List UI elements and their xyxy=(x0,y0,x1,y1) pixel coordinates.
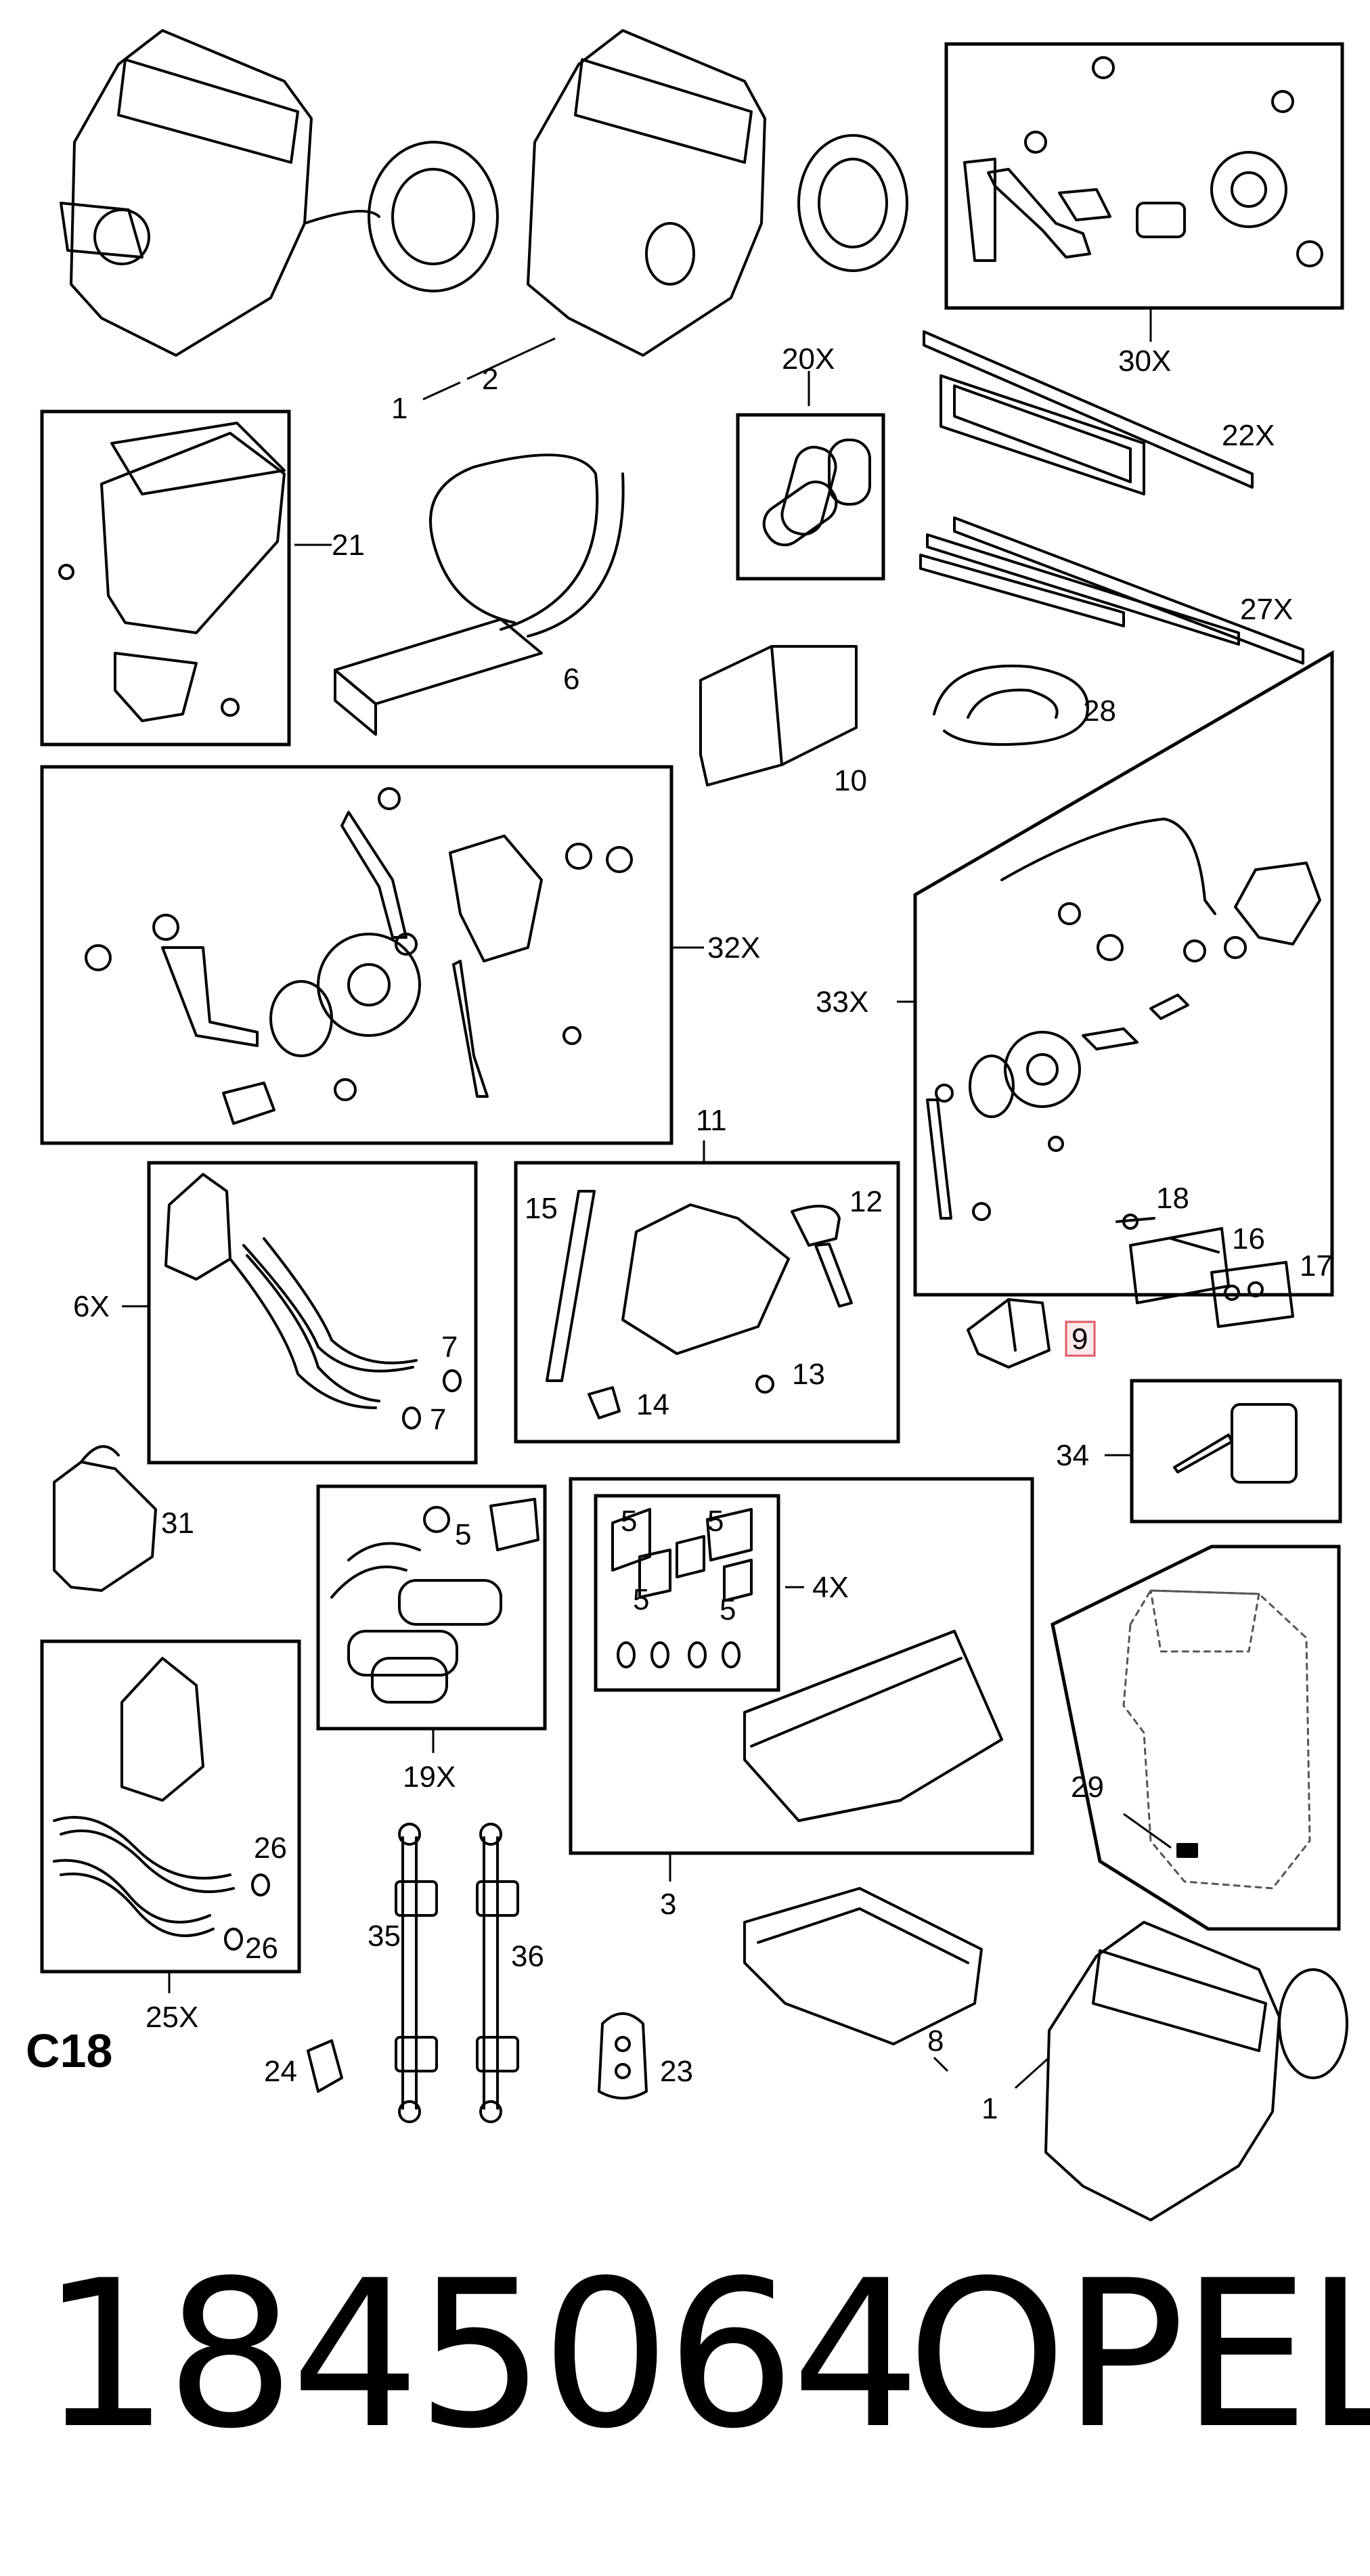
frame-33X xyxy=(913,650,1334,1297)
bracket-set-20X xyxy=(762,439,871,547)
callout-10: 10 xyxy=(834,764,867,797)
water-valve-19X xyxy=(330,1498,539,1704)
callout-21: 21 xyxy=(332,529,365,562)
callout-20X: 20X xyxy=(782,342,835,376)
leader-lines xyxy=(122,308,1172,2089)
callout-29: 29 xyxy=(1071,1771,1104,1804)
callout-7-lower: 7 xyxy=(430,1403,446,1436)
clip-24 xyxy=(307,2039,343,2093)
callout-14: 14 xyxy=(636,1388,669,1421)
callout-26-upper: 26 xyxy=(254,1831,287,1865)
callout-11: 11 xyxy=(696,1104,727,1137)
callout-12: 12 xyxy=(849,1185,883,1218)
drip-tray-8 xyxy=(743,1887,983,2045)
callout-35: 35 xyxy=(368,1919,401,1953)
callout-33X: 33X xyxy=(816,985,868,1019)
group-code: C18 xyxy=(26,2024,113,2077)
callout-9-highlight xyxy=(1065,1320,1096,1357)
temperature-sensor-9 xyxy=(967,1298,1051,1369)
callout-5-a: 5 xyxy=(621,1505,637,1538)
hose-clamps-35-36 xyxy=(395,1823,519,2123)
callout-34: 34 xyxy=(1056,1439,1089,1472)
callout-1-bottom: 1 xyxy=(981,2092,998,2125)
actuator-11 xyxy=(546,1190,853,1419)
callout-1-top: 1 xyxy=(391,392,407,425)
callout-19X: 19X xyxy=(403,1760,456,1794)
callout-30X: 30X xyxy=(1118,345,1171,378)
heater-housing-assembly-2 xyxy=(527,29,908,357)
callout-5-d: 5 xyxy=(720,1593,736,1626)
grommet-23 xyxy=(598,2012,648,2100)
heater-housing-assembly-1 xyxy=(60,29,499,357)
seals-22X xyxy=(923,330,1254,495)
heater-core-pipes-6X xyxy=(164,1173,462,1429)
sealing-ring-28 xyxy=(933,664,1089,746)
control-unit-6 xyxy=(334,453,625,736)
frame-4X-inner xyxy=(594,1494,780,1692)
seals-27X xyxy=(919,516,1304,665)
callout-28: 28 xyxy=(1083,694,1116,728)
callout-5-c: 5 xyxy=(633,1583,649,1616)
frame-25X xyxy=(40,1639,301,1974)
frame-32X xyxy=(40,765,673,1145)
callout-26-lower: 26 xyxy=(245,1932,278,1965)
frame-6X xyxy=(147,1161,478,1465)
frame-30X xyxy=(944,42,1344,310)
callout-36: 36 xyxy=(511,1940,544,1973)
callout-6: 6 xyxy=(563,663,579,696)
part-number: 1845064 xyxy=(41,2237,921,2473)
frame-3 xyxy=(569,1477,1034,1855)
callout-17: 17 xyxy=(1300,1249,1333,1283)
callout-3: 3 xyxy=(660,1888,676,1921)
callout-23: 23 xyxy=(660,2055,693,2088)
flap-linkage-kit-30X xyxy=(963,56,1323,267)
frame-11 xyxy=(514,1161,900,1444)
callout-9: 9 xyxy=(1071,1323,1088,1356)
air-duct-31 xyxy=(53,1445,157,1592)
heater-core-3 xyxy=(743,1630,1003,1822)
brand-name: OPEL xyxy=(907,2237,1370,2473)
flap-linkage-kit-33X xyxy=(926,818,1321,1221)
callout-31: 31 xyxy=(161,1507,194,1540)
callout-18: 18 xyxy=(1156,1182,1189,1215)
clips-5 xyxy=(611,1508,753,1668)
callout-5-b: 5 xyxy=(707,1505,724,1538)
callout-27X: 27X xyxy=(1240,593,1293,626)
blower-resistor-10 xyxy=(699,645,858,786)
heater-housing-assembly-1b xyxy=(1044,1921,1348,2221)
callout-13: 13 xyxy=(792,1358,825,1391)
callout-32X: 32X xyxy=(707,931,760,964)
callout-labels: 1 2 20X 30X 22X 21 6 27X 28 10 32X 33X 1… xyxy=(73,342,1333,2125)
frame-21 xyxy=(40,409,291,747)
sensor-probe-34 xyxy=(1173,1403,1298,1484)
callout-6X: 6X xyxy=(73,1290,110,1323)
callout-22X: 22X xyxy=(1222,419,1275,452)
callout-15: 15 xyxy=(525,1192,558,1225)
flap-linkage-kit-32X xyxy=(85,787,633,1125)
actuator-mount-16-17-18 xyxy=(1115,1214,1294,1328)
frame-19X xyxy=(316,1484,547,1731)
callout-16: 16 xyxy=(1232,1222,1265,1256)
callout-25X: 25X xyxy=(146,2001,198,2034)
callout-24: 24 xyxy=(264,2055,297,2088)
frame-34 xyxy=(1130,1379,1342,1524)
callout-8: 8 xyxy=(927,2024,944,2058)
callout-5-19X: 5 xyxy=(455,1518,471,1551)
frame-29 xyxy=(1051,1545,1341,1931)
callout-2: 2 xyxy=(482,363,498,396)
callout-7-upper: 7 xyxy=(441,1331,458,1364)
heater-core-pipes-25X xyxy=(53,1657,270,1951)
air-duct-21 xyxy=(58,422,286,722)
callout-4X: 4X xyxy=(812,1571,849,1604)
frame-20X xyxy=(736,413,885,581)
heater-housing-assembly-29 xyxy=(1122,1589,1311,1890)
